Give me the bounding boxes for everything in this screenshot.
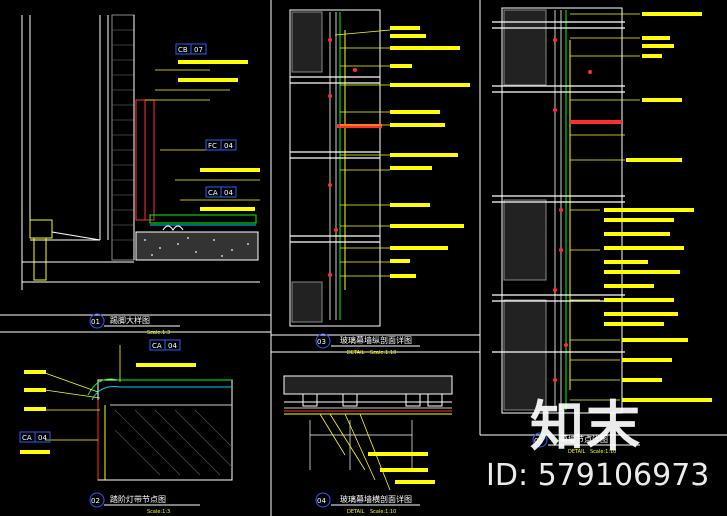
- tag-p1-a-2: 07: [194, 46, 203, 54]
- panel-04-title: 04 玻璃幕墙横剖面详图 DETAIL Scale:1:10: [315, 492, 420, 515]
- svg-text:04: 04: [317, 497, 326, 505]
- tag-p1-a-1: CB: [178, 46, 188, 54]
- svg-text:Scale:1:3: Scale:1:3: [147, 330, 170, 336]
- panel-05-title: 05 幕墙节点详图 DETAIL Scale:1:10: [532, 432, 640, 455]
- svg-text:幕墙节点详图: 幕墙节点详图: [560, 434, 608, 444]
- svg-text:Scale:1:10: Scale:1:10: [370, 350, 396, 356]
- svg-text:CA: CA: [22, 434, 32, 442]
- tag-p1-c-1: CA: [208, 189, 218, 197]
- svg-text:04: 04: [168, 342, 177, 350]
- svg-text:Scale:1:10: Scale:1:10: [590, 449, 616, 455]
- watermark-logo: 知末: [530, 395, 642, 458]
- tag-p1-c-2: 04: [224, 189, 233, 197]
- svg-text:DETAIL: DETAIL: [568, 449, 586, 455]
- panel-01-drawing: CB 07 FC 04 CA 04: [21, 14, 260, 290]
- panel-02-title: 02 踏阶灯带节点图 Scale:1:3: [89, 492, 200, 515]
- svg-text:踢脚大样图: 踢脚大样图: [110, 315, 150, 325]
- svg-text:CA: CA: [152, 342, 162, 350]
- svg-text:玻璃幕墙横剖面详图: 玻璃幕墙横剖面详图: [340, 494, 412, 504]
- panel-02-drawing: CA 04 CA 04: [19, 339, 233, 481]
- panel-05-drawing: [492, 7, 712, 414]
- panel-04-drawing: [283, 375, 453, 491]
- svg-text:03: 03: [317, 338, 326, 346]
- tag-p1-b-1: FC: [208, 142, 217, 150]
- panel-03-drawing: [289, 9, 470, 327]
- svg-text:玻璃幕墙纵剖面详图: 玻璃幕墙纵剖面详图: [340, 335, 412, 345]
- svg-text:DETAIL: DETAIL: [347, 509, 365, 515]
- svg-text:05: 05: [534, 437, 543, 445]
- svg-text:02: 02: [91, 497, 100, 505]
- svg-text:Scale:1:3: Scale:1:3: [147, 509, 170, 515]
- panel-01-title: 01 踢脚大样图 Scale:1:3: [89, 313, 180, 336]
- panel-03-title: 03 玻璃幕墙纵剖面详图 DETAIL Scale:1:10: [315, 333, 420, 356]
- svg-text:Scale:1:10: Scale:1:10: [370, 509, 396, 515]
- tag-p1-b-2: 04: [224, 142, 233, 150]
- svg-text:DETAIL: DETAIL: [347, 350, 365, 356]
- svg-text:01: 01: [91, 318, 100, 326]
- svg-text:踏阶灯带节点图: 踏阶灯带节点图: [110, 494, 166, 504]
- svg-text:04: 04: [38, 434, 47, 442]
- watermark-id: ID: 579106973: [486, 458, 710, 493]
